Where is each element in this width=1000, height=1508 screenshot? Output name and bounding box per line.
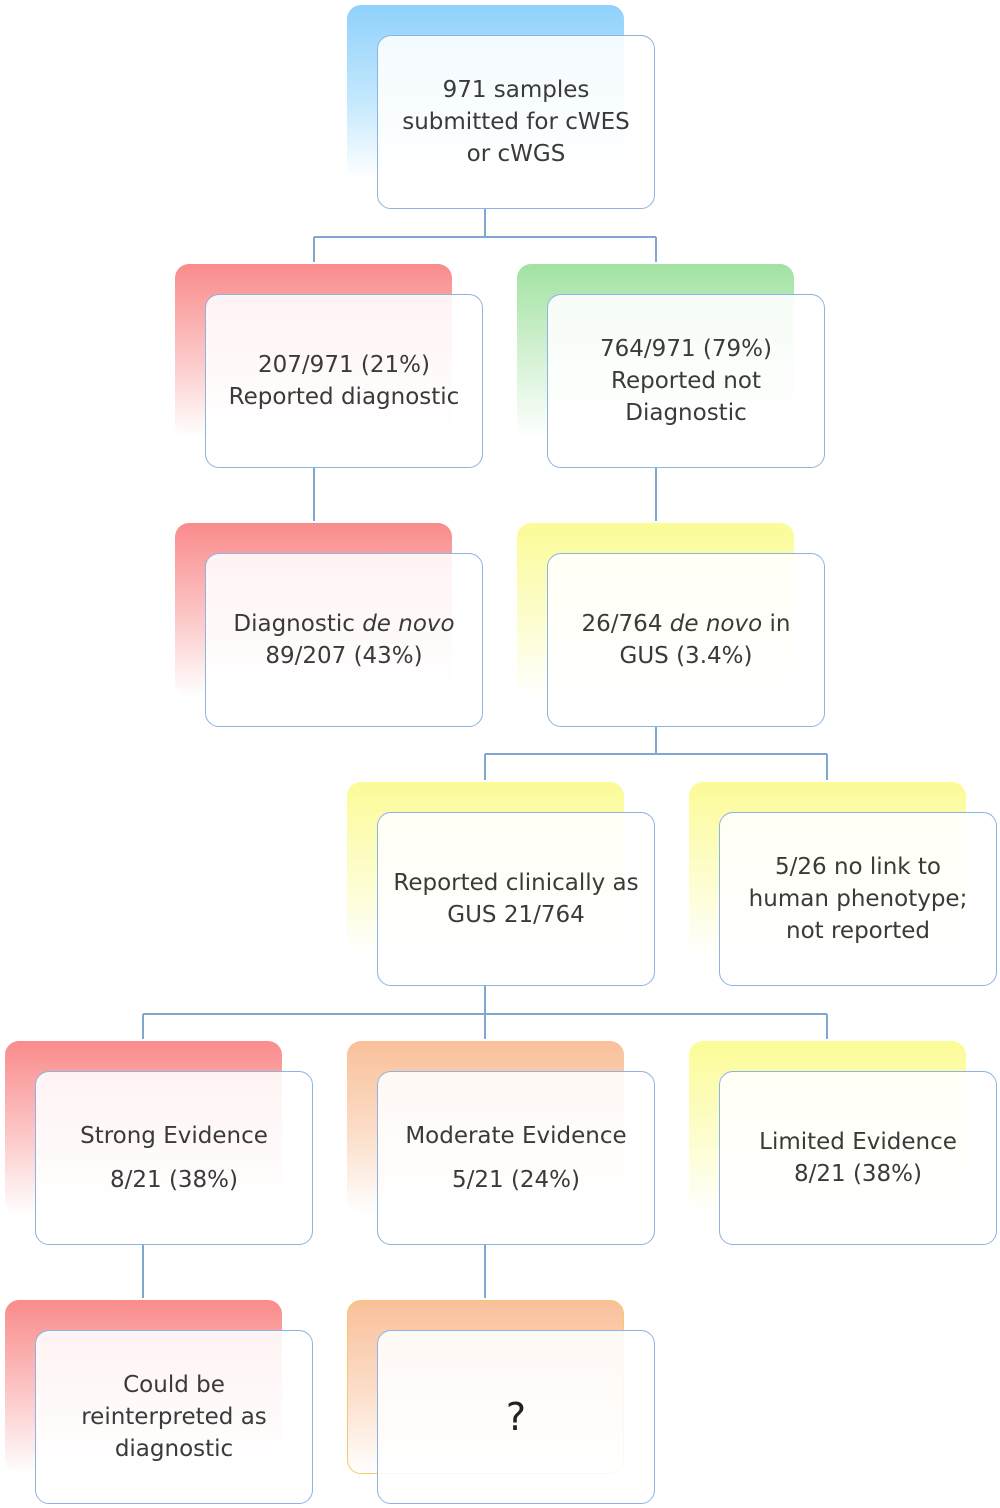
node-strong-evidence-line1: Strong Evidence: [80, 1123, 268, 1149]
node-no-link-phenotype-line3: not reported: [786, 918, 930, 944]
node-diagnostic-de-novo: Diagnostic de novo 89/207 (43%): [175, 523, 483, 727]
node-root-line3: or cWGS: [466, 141, 566, 167]
question-mark: ?: [505, 1395, 527, 1439]
node-moderate-evidence-line1: Moderate Evidence: [405, 1123, 627, 1149]
node-moderate-evidence-line2: 5/21 (24%): [451, 1167, 581, 1193]
node-unknown-outcome-box: ?: [377, 1330, 655, 1504]
node-strong-evidence: Strong Evidence 8/21 (38%): [5, 1041, 313, 1245]
node-diagnostic-de-novo-box: Diagnostic de novo 89/207 (43%): [205, 553, 483, 727]
node-no-link-phenotype: 5/26 no link to human phenotype; not rep…: [689, 782, 997, 986]
node-root-box: 971 samples submitted for cWES or cWGS: [377, 35, 655, 209]
node-root-line2: submitted for cWES: [402, 109, 630, 135]
node-diagnostic-de-novo-line2: 89/207 (43%): [265, 643, 423, 669]
node-moderate-evidence-box: Moderate Evidence 5/21 (24%): [377, 1071, 655, 1245]
node-reported-diagnostic-line2: Reported diagnostic: [228, 384, 460, 410]
node-reported-clinically-gus: Reported clinically as GUS 21/764: [347, 782, 655, 986]
node-root-line1: 971 samples: [442, 77, 590, 103]
node-diagnostic-de-novo-line1-italic: de novo: [362, 611, 455, 637]
node-limited-evidence-line1: Limited Evidence: [759, 1129, 957, 1155]
node-reported-not-diagnostic-box: 764/971 (79%) Reported not Diagnostic: [547, 294, 825, 468]
node-reported-not-diagnostic: 764/971 (79%) Reported not Diagnostic: [517, 264, 825, 468]
node-de-novo-in-gus-line1-italic: de novo: [669, 611, 763, 637]
node-no-link-phenotype-line2: human phenotype;: [748, 886, 968, 912]
node-reinterpreted-diagnostic: Could be reinterpreted as diagnostic: [5, 1300, 313, 1504]
node-strong-evidence-box: Strong Evidence 8/21 (38%): [35, 1071, 313, 1245]
node-reported-clinically-gus-line2: GUS 21/764: [447, 902, 585, 928]
node-de-novo-in-gus-line1-a: 26/764: [581, 611, 670, 637]
node-no-link-phenotype-box: 5/26 no link to human phenotype; not rep…: [719, 812, 997, 986]
node-de-novo-in-gus-line2: GUS (3.4%): [619, 643, 753, 669]
node-moderate-evidence: Moderate Evidence 5/21 (24%): [347, 1041, 655, 1245]
node-reinterpreted-diagnostic-line3: diagnostic: [114, 1436, 234, 1462]
node-diagnostic-de-novo-line1: Diagnostic de novo: [233, 608, 454, 640]
node-limited-evidence-box: Limited Evidence 8/21 (38%): [719, 1071, 997, 1245]
node-reported-not-diagnostic-line2: Reported not: [611, 368, 761, 394]
node-limited-evidence: Limited Evidence 8/21 (38%): [689, 1041, 997, 1245]
node-de-novo-in-gus-box: 26/764 de novo in GUS (3.4%): [547, 553, 825, 727]
node-reported-clinically-gus-box: Reported clinically as GUS 21/764: [377, 812, 655, 986]
node-reported-diagnostic-line1: 207/971 (21%): [258, 352, 430, 378]
node-strong-evidence-line2: 8/21 (38%): [109, 1167, 239, 1193]
node-reported-not-diagnostic-line1: 764/971 (79%): [600, 336, 772, 362]
node-diagnostic-de-novo-line1-a: Diagnostic: [233, 611, 363, 637]
node-unknown-outcome: ?: [347, 1300, 655, 1504]
node-no-link-phenotype-line1: 5/26 no link to: [775, 854, 941, 880]
node-reinterpreted-diagnostic-line1: Could be: [123, 1372, 225, 1398]
node-reported-clinically-gus-line1: Reported clinically as: [393, 870, 639, 896]
node-de-novo-in-gus-line1: 26/764 de novo in: [582, 608, 791, 640]
node-de-novo-in-gus: 26/764 de novo in GUS (3.4%): [517, 523, 825, 727]
node-reported-diagnostic: 207/971 (21%) Reported diagnostic: [175, 264, 483, 468]
node-reported-not-diagnostic-line3: Diagnostic: [625, 400, 747, 426]
node-reinterpreted-diagnostic-box: Could be reinterpreted as diagnostic: [35, 1330, 313, 1504]
node-de-novo-in-gus-line1-b: in: [762, 611, 791, 637]
node-reported-diagnostic-box: 207/971 (21%) Reported diagnostic: [205, 294, 483, 468]
node-limited-evidence-line2: 8/21 (38%): [793, 1161, 923, 1187]
node-root: 971 samples submitted for cWES or cWGS: [347, 5, 655, 209]
node-reinterpreted-diagnostic-line2: reinterpreted as: [81, 1404, 267, 1430]
